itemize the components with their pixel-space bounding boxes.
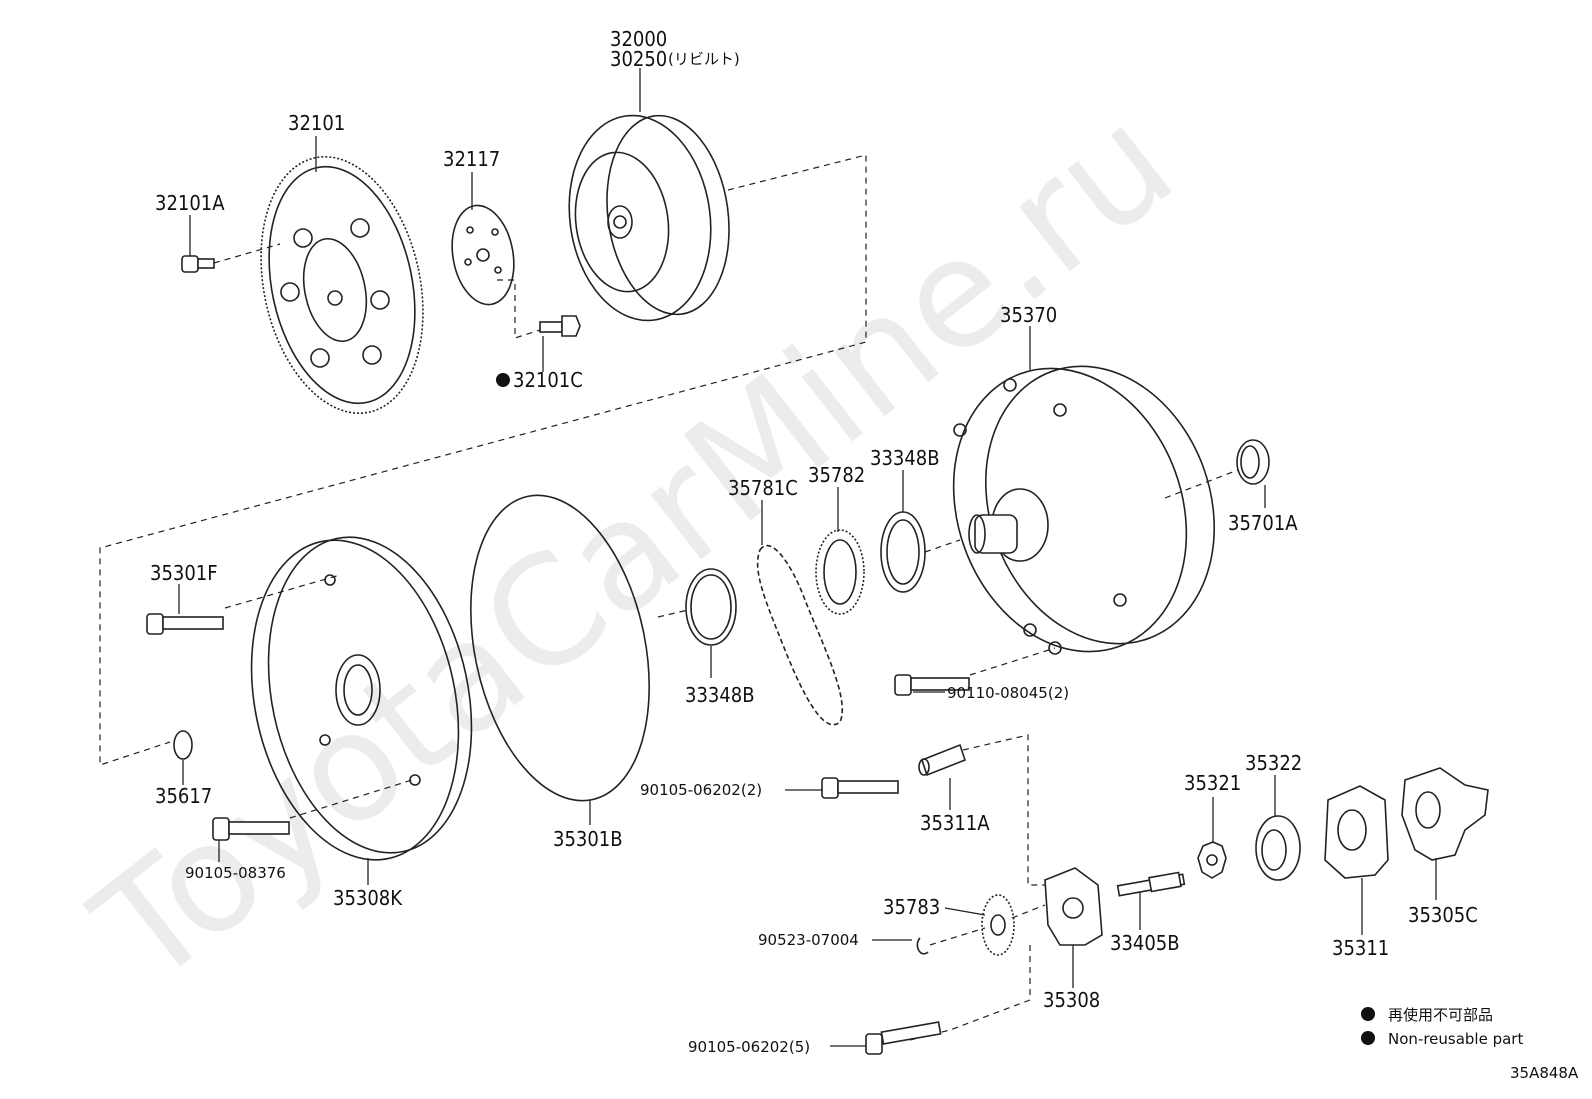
label-90105-06202-5: 90105-06202(5) <box>688 1038 810 1056</box>
label-32101A: 32101A <box>155 191 225 215</box>
valve-body-35305C[interactable] <box>1401 767 1489 861</box>
bolt-90105-08376[interactable] <box>212 817 290 841</box>
label-30250-note: (リビルト) <box>668 50 740 68</box>
pump-cover-35308[interactable] <box>1044 867 1103 946</box>
washer-33348B-lower[interactable] <box>685 568 737 646</box>
label-35321: 35321 <box>1184 771 1241 795</box>
shaft-33405B[interactable] <box>1116 871 1186 897</box>
snap-ring-90523-07004[interactable] <box>916 937 929 955</box>
label-32101: 32101 <box>288 111 345 135</box>
bearing-35701A[interactable] <box>1236 439 1270 485</box>
label-35617: 35617 <box>155 784 212 808</box>
label-30250: 30250 <box>610 47 667 71</box>
label-35311: 35311 <box>1332 936 1389 960</box>
label-33405B: 33405B <box>1110 931 1180 955</box>
label-32101C: 32101C <box>513 368 583 392</box>
bolt-32101A[interactable] <box>181 255 215 273</box>
torque-converter-32000[interactable] <box>556 106 741 329</box>
gear-35322[interactable] <box>1255 815 1301 881</box>
bolt-90105-06202-5[interactable] <box>865 1021 942 1055</box>
label-35701A: 35701A <box>1228 511 1298 535</box>
label-35301B: 35301B <box>553 827 623 851</box>
label-35782: 35782 <box>808 463 865 487</box>
chain-35781C[interactable] <box>756 544 844 726</box>
label-35781C: 35781C <box>728 476 798 500</box>
sprocket-35783[interactable] <box>981 894 1015 956</box>
pin-35311A[interactable] <box>918 743 966 777</box>
legend-marker-icon-jp <box>1361 1007 1375 1021</box>
flywheel-32101[interactable] <box>239 142 446 429</box>
sprocket-35782[interactable] <box>815 529 865 615</box>
label-35301F: 35301F <box>150 561 218 585</box>
plate-32117[interactable] <box>445 201 521 310</box>
label-33348B-lower: 33348B <box>685 683 755 707</box>
label-90110-08045: 90110-08045(2) <box>947 684 1069 702</box>
pump-body-35370[interactable] <box>915 334 1252 685</box>
figure-code: 35A848A <box>1510 1064 1579 1082</box>
label-35322: 35322 <box>1245 751 1302 775</box>
gear-35321[interactable] <box>1197 841 1227 879</box>
legend-text-en: Non-reusable part <box>1388 1030 1523 1048</box>
label-35783: 35783 <box>883 895 940 919</box>
legend-text-jp: 再使用不可部品 <box>1388 1006 1493 1024</box>
bolt-32101C[interactable] <box>539 315 581 337</box>
seal-33348B-upper[interactable] <box>880 511 926 593</box>
legend-marker-icon-en <box>1361 1031 1375 1045</box>
bolt-35301F[interactable] <box>146 613 224 635</box>
label-32117: 32117 <box>443 147 500 171</box>
housing-35308K[interactable] <box>224 518 500 879</box>
label-32000: 32000 <box>610 27 667 51</box>
bolt-90110-08045[interactable] <box>894 674 970 696</box>
label-35305C: 35305C <box>1408 903 1478 927</box>
label-90105-06202-2: 90105-06202(2) <box>640 781 762 799</box>
label-35311A: 35311A <box>920 811 990 835</box>
pump-housing-35311[interactable] <box>1324 785 1389 879</box>
label-33348B-upper: 33348B <box>870 446 940 470</box>
ring-35617[interactable] <box>173 730 193 760</box>
oring-35301B[interactable] <box>445 479 676 818</box>
non-reusable-marker-icon <box>496 373 510 387</box>
bolt-90105-06202-2[interactable] <box>821 777 899 799</box>
label-35308K: 35308K <box>333 886 403 910</box>
label-35308: 35308 <box>1043 988 1100 1012</box>
label-90105-08376: 90105-08376 <box>185 864 286 882</box>
label-90523-07004: 90523-07004 <box>758 931 859 949</box>
label-35370: 35370 <box>1000 303 1057 327</box>
